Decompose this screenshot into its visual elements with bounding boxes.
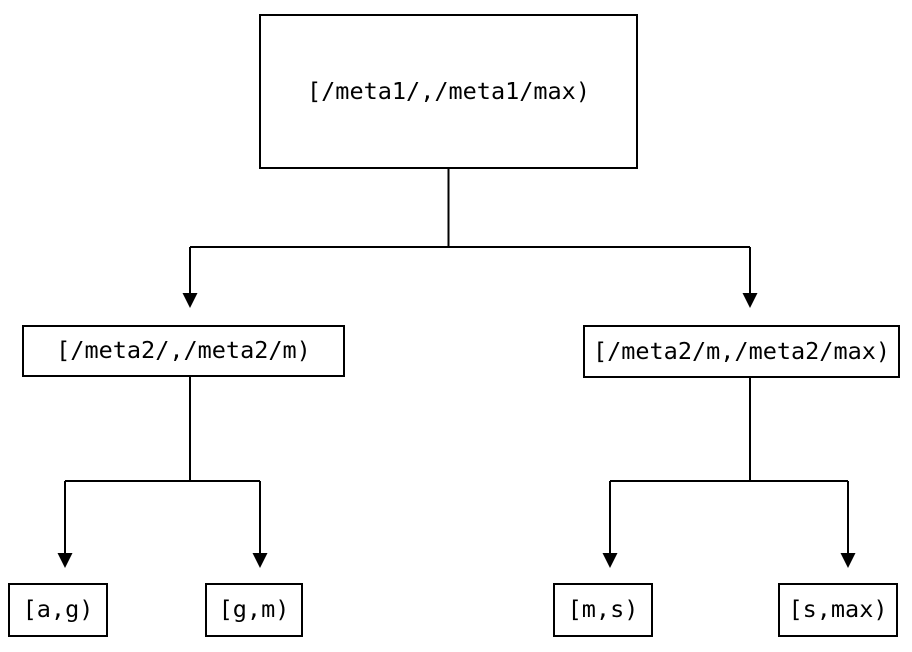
arrowhead-right-child [742, 293, 758, 308]
node-root-label: [/meta1/,/meta1/max) [307, 76, 590, 105]
node-leaf-m-s-label: [m,s) [567, 595, 639, 624]
node-leaf-g-m: [g,m) [205, 583, 303, 637]
node-root: [/meta1/,/meta1/max) [259, 14, 638, 169]
arrowhead-left-child [182, 293, 198, 308]
node-meta2-low: [/meta2/,/meta2/m) [22, 325, 345, 377]
node-meta2-low-label: [/meta2/,/meta2/m) [56, 336, 311, 365]
node-leaf-g-m-label: [g,m) [218, 595, 290, 624]
node-leaf-a-g: [a,g) [8, 583, 108, 637]
node-meta2-high-label: [/meta2/m,/meta2/max) [592, 336, 891, 365]
node-leaf-m-s: [m,s) [553, 583, 653, 637]
arrowhead-leaf-a-g [57, 553, 73, 568]
node-meta2-high: [/meta2/m,/meta2/max) [583, 325, 900, 378]
arrowhead-leaf-g-m [252, 553, 268, 568]
arrowhead-leaf-s-max [840, 553, 856, 568]
node-leaf-a-g-label: [a,g) [22, 595, 94, 624]
arrowhead-leaf-m-s [602, 553, 618, 568]
node-leaf-s-max: [s,max) [778, 583, 898, 637]
node-leaf-s-max-label: [s,max) [788, 595, 888, 624]
